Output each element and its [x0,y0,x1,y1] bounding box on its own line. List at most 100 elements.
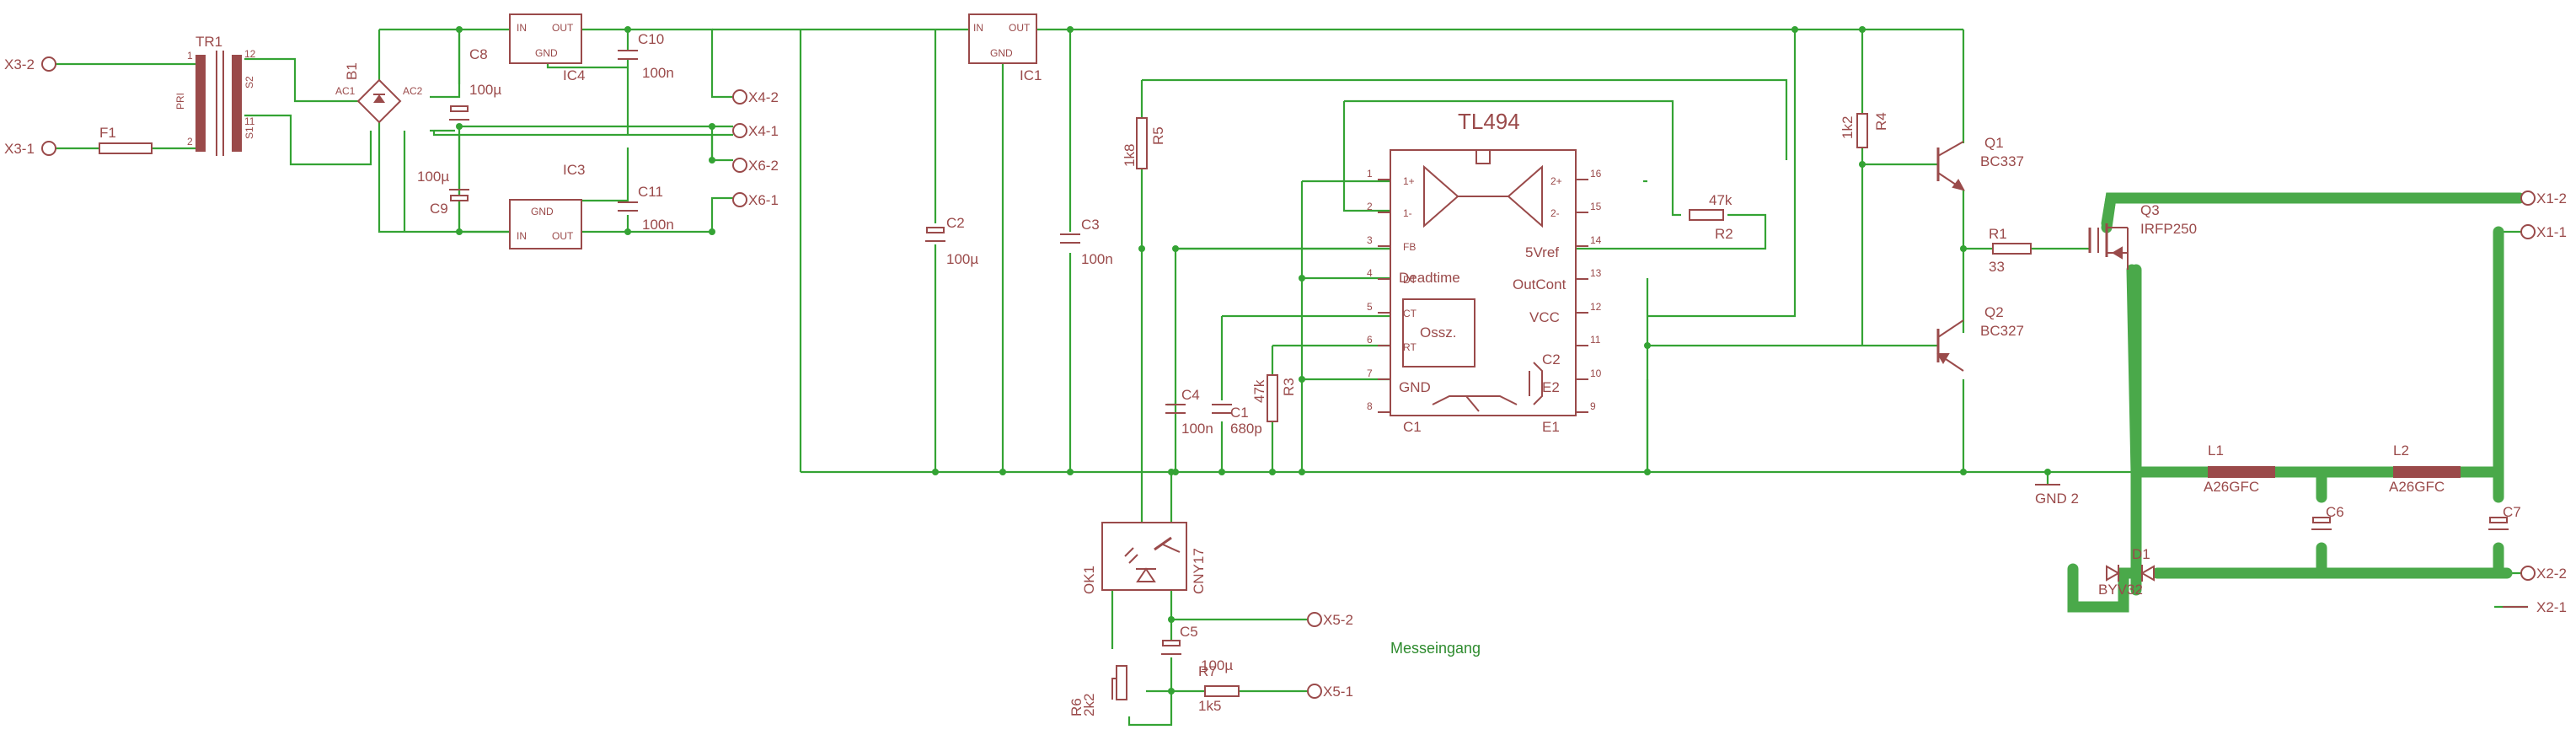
wires [52,28,2528,727]
r4-name: R4 [1873,112,1889,131]
junction-dot [932,469,939,475]
bridge-ac2: AC2 [403,85,423,97]
c10-name: C10 [638,31,664,47]
connector-x6-1[interactable] [732,192,747,207]
tl494-dt: DT [1403,274,1417,286]
fuse-f1[interactable]: F1 [99,125,153,154]
r2-name: R2 [1715,226,1733,242]
connector-x2-2[interactable] [2520,566,2536,581]
resistor-r4[interactable] [1856,113,1868,148]
resistor-r3[interactable] [1267,374,1278,422]
note-messeingang: Messeingang [1390,640,1481,657]
resistor-labels: 1k8 R5 1k2 R4 47k R2 R1 33 47k R3 R7 1k5… [1068,112,2007,716]
connector-x6-2[interactable] [732,158,747,173]
transistor-q1[interactable] [1936,141,1965,191]
l1-value: A26GFC [2204,479,2259,495]
capacitor-c3[interactable] [1060,233,1080,244]
capacitor-c1[interactable] [1212,404,1232,414]
r4-value: 1k2 [1840,116,1856,139]
resistor-r5[interactable] [1136,117,1148,169]
resistor-r6[interactable] [1116,665,1127,700]
capacitor-c10[interactable] [618,50,638,60]
tl494-pin-right-14: 14 [1590,234,1602,246]
junction-dot [1067,26,1074,33]
junction-dot [456,26,463,33]
connector-x4-1[interactable] [732,123,747,138]
optocoupler-ok1[interactable]: OK1 CNY17 [1081,522,1207,594]
capacitor-c7[interactable] [2489,517,2508,523]
label-x1-2: X1-2 [2536,190,2567,207]
junction-dot [624,228,631,235]
junction-dot [1960,245,1967,252]
label-x3-2: X3-2 [4,56,35,72]
r1-name: R1 [1989,226,2007,242]
capacitor-c5[interactable] [1162,640,1181,646]
tl494-ct: CT [1403,308,1417,319]
connector-x3-1[interactable] [41,141,56,156]
tl494-pin-left-7: 7 [1367,367,1373,379]
capacitor-c8[interactable] [450,105,469,112]
q3-name: Q3 [2140,202,2160,218]
q3-type: IRFP250 [2140,221,2197,237]
junction-dot [1172,245,1179,252]
capacitor-c6[interactable] [2312,517,2331,523]
tl494-in1p: 1+ [1403,175,1415,187]
tl494-pin-left-5: 5 [1367,301,1373,313]
bridge-b1[interactable]: B1 AC1 AC2 [335,62,423,124]
transformer-pin11: 11 [244,115,255,127]
r7-value: 1k5 [1198,698,1221,714]
regulator-ic4[interactable]: IN GND OUT IC4 [509,13,585,83]
junction-dot [1067,469,1074,475]
label-x5-2: X5-2 [1323,612,1353,628]
diode-d1[interactable]: D1 BYV32 [2098,546,2155,598]
connector-x1-2[interactable] [2520,190,2536,206]
capacitor-c11[interactable] [618,201,638,212]
transformer-tr1[interactable]: TR1 PRI S2 S1 1 2 12 11 [174,34,256,156]
tl494-pin-left-4: 4 [1367,267,1373,279]
tl494-vcc: VCC [1529,309,1560,325]
junction-dot [1859,161,1866,168]
transistor-labels: Q1 BC337 Q2 BC327 Q3 IRFP250 [1980,135,2197,339]
capacitor-c9[interactable] [450,195,469,201]
junction-dot [709,157,715,164]
r2-value: 47k [1709,192,1733,208]
tl494-title: TL494 [1458,109,1520,134]
tl494-pin-right-16: 16 [1590,168,1602,180]
connector-labels: X3-2 X3-1 X4-2 X4-1 X6-2 X6-1 X5-2 X5-1 … [4,56,2567,700]
tl494-pin-right-13: 13 [1590,267,1602,279]
inductor-l1[interactable]: L1 A26GFC [2204,443,2275,495]
c4-name: C4 [1181,387,1200,403]
l2-value: A26GFC [2389,479,2445,495]
resistor-r2[interactable] [1689,209,1724,221]
connector-x5-2[interactable] [1307,612,1322,627]
junction-dot [1218,469,1225,475]
label-x5-1: X5-1 [1323,684,1353,700]
junction-dot [1299,376,1305,383]
transistor-q3[interactable] [2088,223,2129,270]
junction-dot [2044,469,2051,475]
c2-value: 100µ [946,251,978,267]
resistor-r1[interactable] [1992,243,2032,255]
r5-value: 1k8 [1122,144,1138,167]
junction-dot [999,469,1006,475]
ic3-out: OUT [552,230,574,242]
capacitor-c4[interactable] [1165,404,1186,414]
regulator-ic3[interactable]: GND IN OUT IC3 [509,162,585,249]
connector-x1-1[interactable] [2520,224,2536,239]
tl494-c1: C1 [1403,419,1422,435]
label-x4-2: X4-2 [748,89,779,105]
transformer-s2: S2 [244,76,255,89]
connector-x5-1[interactable] [1307,684,1322,699]
junctions [456,26,2051,695]
capacitor-c2[interactable] [926,227,945,233]
regulator-ic1[interactable]: IN GND OUT IC1 [968,13,1042,83]
transistor-q2[interactable] [1936,319,1964,372]
capacitors [450,50,2509,655]
inductor-l2[interactable]: L2 A26GFC [2389,443,2461,495]
c4-value: 100n [1181,421,1213,437]
resistor-r7[interactable] [1204,685,1240,697]
c11-name: C11 [638,184,663,200]
connector-x3-2[interactable] [41,56,56,72]
connector-x4-2[interactable] [732,89,747,105]
tl494-chip[interactable]: TL494 5Vref OutCont VCC Deadtime Ossz. G… [1390,109,1577,435]
